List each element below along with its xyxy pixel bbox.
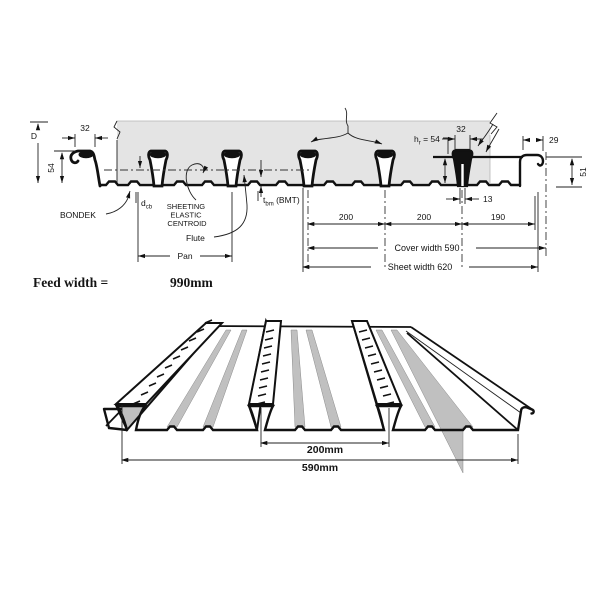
dimension-pan: Pan: [137, 192, 233, 262]
right-edge-receding: [405, 326, 534, 431]
right-edge-hook: [518, 153, 545, 188]
centroid-label: SHEETING ELASTIC CENTROID: [167, 202, 207, 228]
flute-callout: Flute: [186, 174, 248, 243]
centroid-offset-callout: dcb: [135, 156, 153, 211]
dimension-depth: D: [30, 121, 48, 183]
dimension-lap-gap: 13: [446, 188, 493, 204]
dim-left-rib-width: 32: [80, 123, 90, 133]
rib-embossments: [132, 319, 213, 405]
pan-stiffener-stripes: [166, 329, 474, 474]
back-edge: [202, 325, 412, 328]
iso-rib-right: [350, 320, 403, 431]
feed-width-label: Feed width =: [33, 275, 108, 290]
dimension-rib-top-width: 32: [442, 124, 483, 149]
iso-pitch-label: 200mm: [307, 444, 343, 456]
isometric-view: 200mm 590mm: [102, 317, 535, 474]
sheet-width-label: Sheet width 620: [388, 262, 453, 272]
front-cut-profile: [102, 404, 535, 432]
iso-rib-left: [113, 319, 225, 432]
iso-cover-label: 590mm: [302, 462, 338, 474]
lap-rib: [451, 148, 474, 188]
iso-rib-middle: [247, 317, 283, 431]
dimension-sheet-width: Sheet width 620: [302, 188, 539, 272]
dim-lap-gap: 13: [483, 194, 493, 204]
rib-height-label: hr = 54: [414, 134, 440, 147]
flute-label: Flute: [186, 233, 205, 243]
centroid-callout: SHEETING ELASTIC CENTROID: [167, 163, 209, 228]
left-edge-rib: [69, 149, 102, 188]
feed-width-note: Feed width = 990mm: [33, 275, 213, 290]
pan-dim-label: Pan: [177, 251, 192, 261]
dimension-edge-height: 51: [546, 156, 588, 188]
dim-left-rib-height: 54: [46, 163, 56, 173]
brand-callout: BONDEK: [60, 190, 131, 220]
dimension-cover-width: Cover width 590: [307, 152, 547, 256]
iso-dimensions: 200mm 590mm: [121, 405, 519, 474]
brand-label: BONDEK: [60, 210, 96, 220]
dim-rib-top-width: 32: [456, 124, 466, 134]
dim-pitch-b: 200: [417, 212, 431, 222]
dim-edge-height: 51: [578, 167, 588, 177]
rib: [147, 149, 169, 188]
feed-width-value: 990mm: [170, 275, 213, 290]
dim-depth-label: D: [31, 131, 37, 141]
thickness-callout: tbm (BMT): [257, 160, 300, 208]
deck-ribs: [147, 148, 474, 188]
rib: [297, 149, 319, 188]
rib: [374, 149, 396, 188]
slab-leader-callout: [477, 112, 500, 153]
thickness-label: tbm (BMT): [263, 195, 300, 208]
dim-pitch-a: 200: [339, 212, 353, 222]
rib-embossments: [256, 329, 275, 405]
cover-width-label: Cover width 590: [394, 243, 459, 253]
rib-leader-callout: [310, 107, 383, 145]
rib: [221, 149, 243, 188]
dim-edge-pitch: 190: [491, 212, 505, 222]
dimension-left-rib-width: 32: [62, 123, 108, 147]
dimension-left-rib-height: 54: [46, 150, 76, 183]
rib-embossments: [358, 329, 395, 405]
dimension-edge-hook-width: 29: [522, 135, 559, 151]
slab-left-break-mark: [113, 120, 121, 140]
cross-section-diagram: D 32 54 BONDEK dcb: [30, 107, 588, 272]
dimension-chain: 200 200 190: [307, 190, 536, 270]
dim-edge-hook-width: 29: [549, 135, 559, 145]
deck-bottom-flange: [98, 180, 522, 187]
centroid-offset-label: dcb: [141, 198, 153, 211]
